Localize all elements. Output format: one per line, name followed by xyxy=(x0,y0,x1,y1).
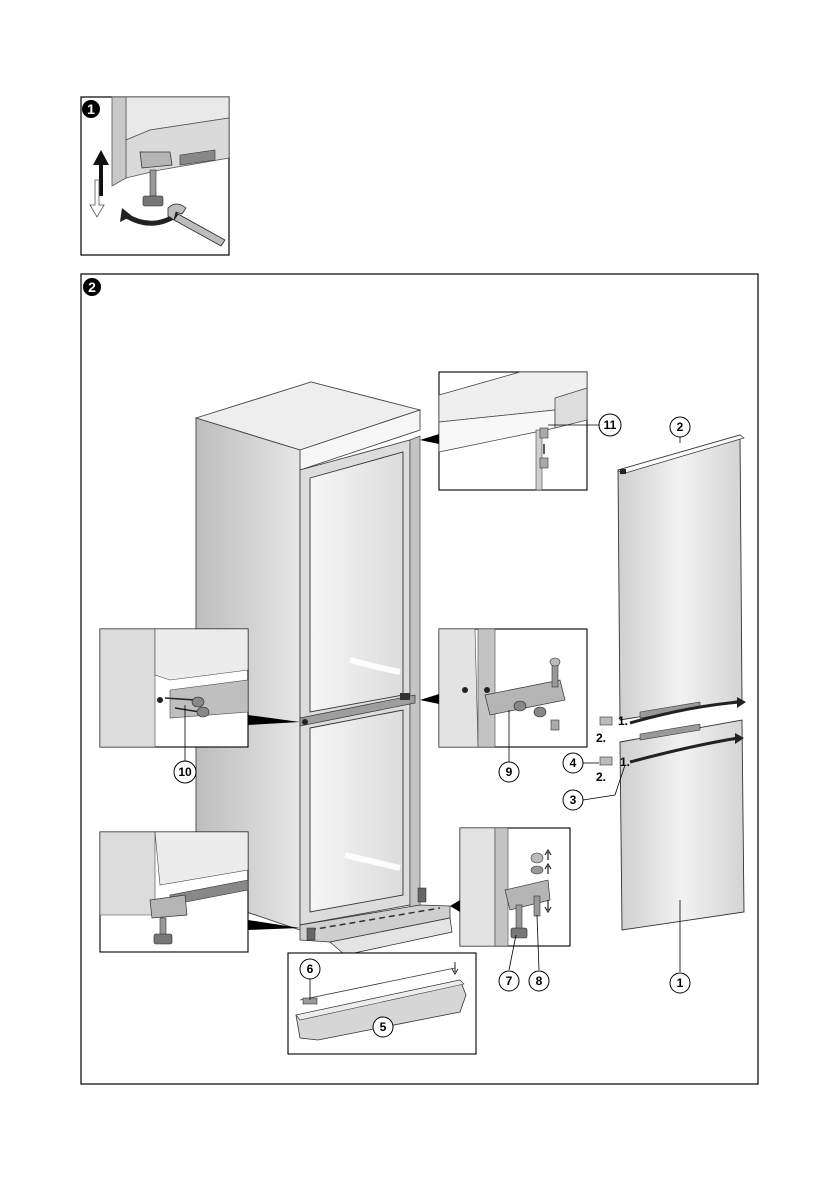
callout-5-label: 5 xyxy=(380,1020,387,1034)
callout-2: 2 xyxy=(670,417,690,437)
callout-2-label: 2 xyxy=(677,420,684,434)
callout-8: 8 xyxy=(529,971,549,991)
callout-11-label: 11 xyxy=(604,418,617,432)
inset-top-hinge xyxy=(420,372,587,490)
step-second-label-lower: 2. xyxy=(596,770,606,784)
step2-panel: 2 xyxy=(81,274,758,1084)
callout-5: 5 xyxy=(373,1017,393,1037)
inset-right-middle xyxy=(420,629,587,747)
step-second-label-upper: 2. xyxy=(596,731,606,745)
callout-10-label: 10 xyxy=(178,765,192,779)
callout-7: 7 xyxy=(499,971,519,991)
callout-9: 9 xyxy=(499,762,519,782)
callout-3-label: 3 xyxy=(570,793,577,807)
callout-8-label: 8 xyxy=(536,974,543,988)
step-first-label-upper: 1. xyxy=(618,714,628,728)
callout-1: 1 xyxy=(670,973,690,993)
step1-badge: 1 xyxy=(87,101,95,117)
callout-6: 6 xyxy=(300,959,320,979)
step2-badge: 2 xyxy=(88,279,96,295)
callout-1-label: 1 xyxy=(677,976,684,990)
inset-bottom-right xyxy=(450,828,570,946)
callout-9-label: 9 xyxy=(506,765,513,779)
callout-10: 10 xyxy=(174,761,196,783)
callout-11: 11 xyxy=(599,414,621,436)
step-first-label-lower: 1. xyxy=(620,755,630,769)
callout-7-label: 7 xyxy=(506,974,513,988)
callout-6-label: 6 xyxy=(307,962,314,976)
callout-4: 4 xyxy=(563,753,583,773)
upper-door xyxy=(618,435,744,720)
callout-4-label: 4 xyxy=(570,756,577,770)
callout-3: 3 xyxy=(563,790,583,810)
step1-panel: 1 xyxy=(81,97,229,255)
